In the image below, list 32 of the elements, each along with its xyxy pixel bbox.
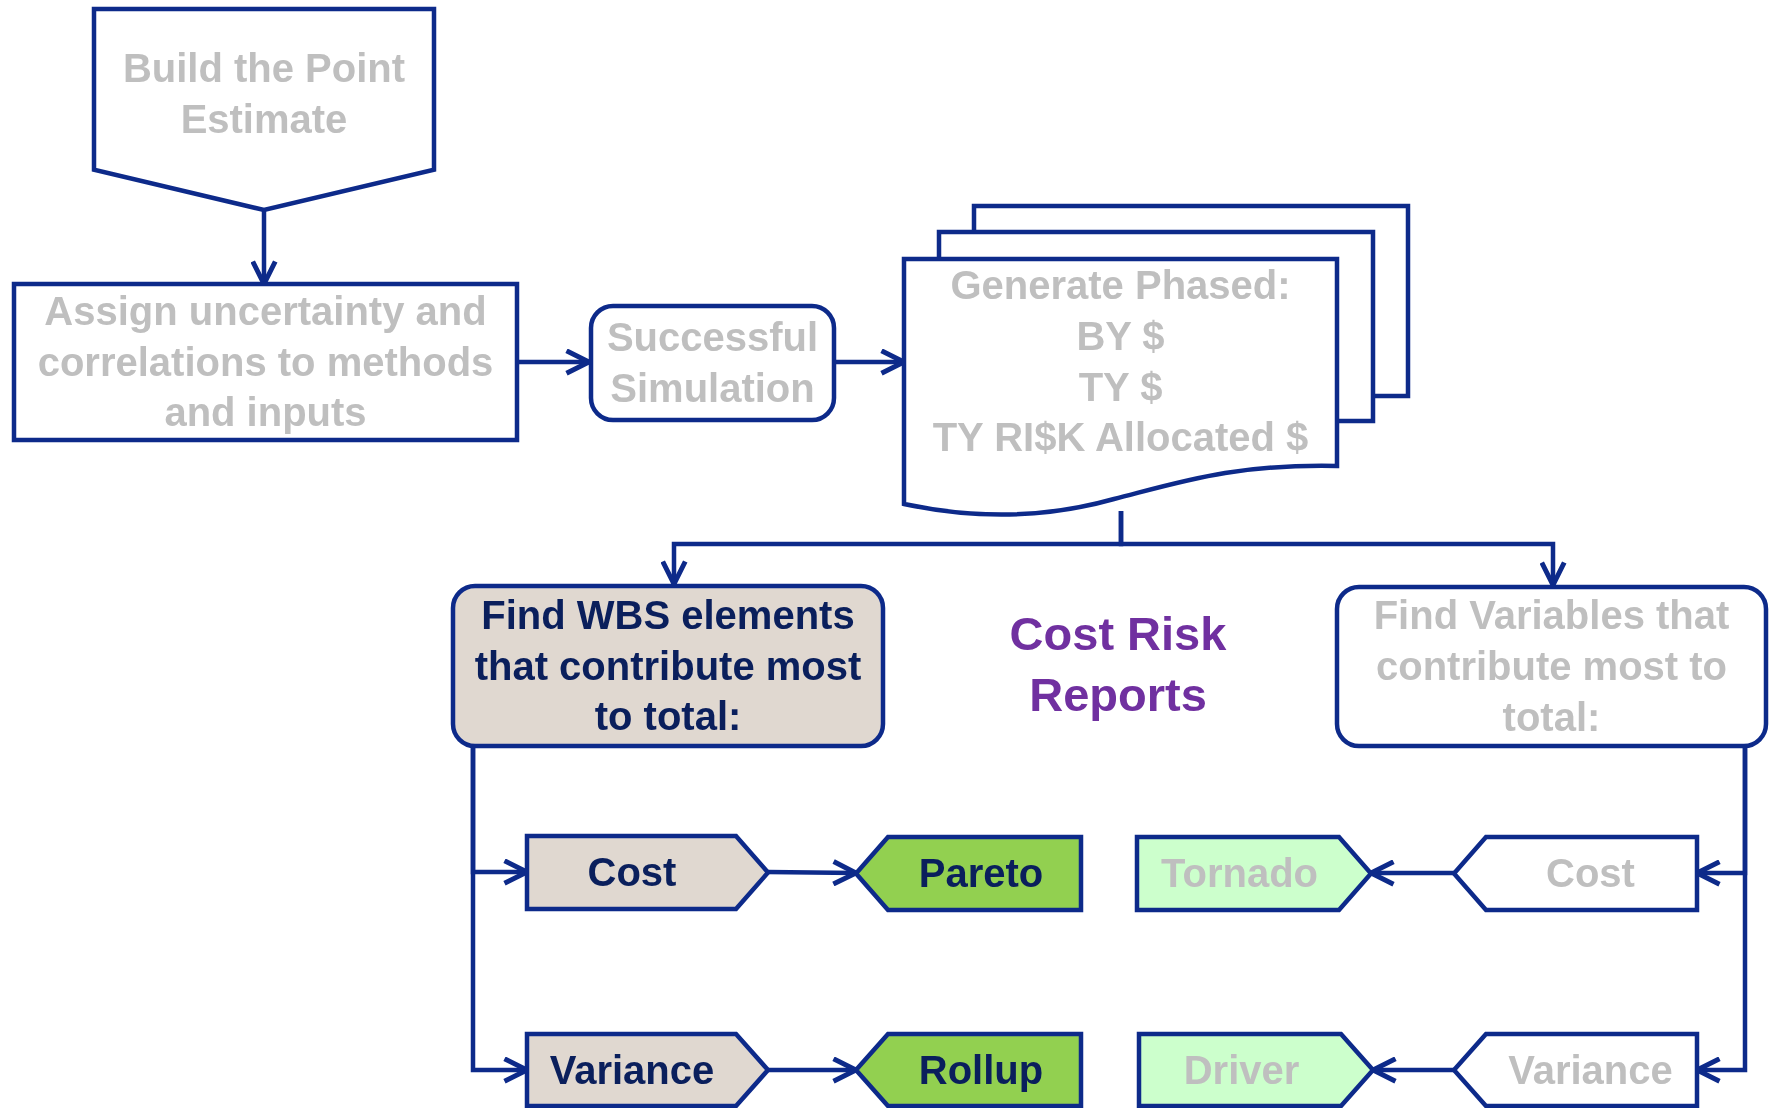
- node-text: TY $: [1078, 363, 1163, 411]
- tag-shape: [1137, 837, 1371, 910]
- connector-arrow: [1368, 859, 1454, 887]
- node-text: Tornado: [1161, 850, 1318, 898]
- node-text: Variance: [549, 1046, 715, 1094]
- process-box: [451, 584, 885, 748]
- node-text: Cost: [1546, 850, 1635, 898]
- node-text: Assign uncertainty and correlations to methods and inputs: [36, 287, 495, 437]
- node-text: Variance: [1508, 1046, 1673, 1094]
- node-text: Build the Point Estimate: [121, 45, 407, 143]
- tag-shape: [856, 1034, 1081, 1106]
- tag-shape: [527, 836, 768, 909]
- tag-shape: [856, 837, 1081, 910]
- node-text: Generate Phased:: [950, 261, 1291, 309]
- terminal-box: [589, 304, 836, 422]
- diagram-heading: Cost Risk Reports: [1008, 606, 1228, 724]
- tag-shape: [527, 1034, 768, 1106]
- tag-shape: [1454, 1034, 1697, 1106]
- node-text: Rollup: [918, 1046, 1044, 1094]
- tag-shape: [1139, 1034, 1373, 1106]
- node-text: Find WBS elements that contribute most to total:: [473, 591, 863, 741]
- node-text: TY RI$K Allocated $: [932, 414, 1309, 462]
- node-text: Successful Simulation: [605, 314, 820, 412]
- node-text: Pareto: [918, 850, 1044, 898]
- node-text: BY $: [1076, 312, 1165, 360]
- multi-document-shape: [904, 206, 1408, 519]
- node-text: Cost: [587, 849, 677, 897]
- tag-shape: [1454, 837, 1697, 910]
- node-text: Driver: [1183, 1046, 1300, 1094]
- offpage-connector: [94, 9, 434, 210]
- process-box: [1335, 585, 1768, 748]
- node-text: Find Variables that contribute most to total:: [1372, 592, 1731, 741]
